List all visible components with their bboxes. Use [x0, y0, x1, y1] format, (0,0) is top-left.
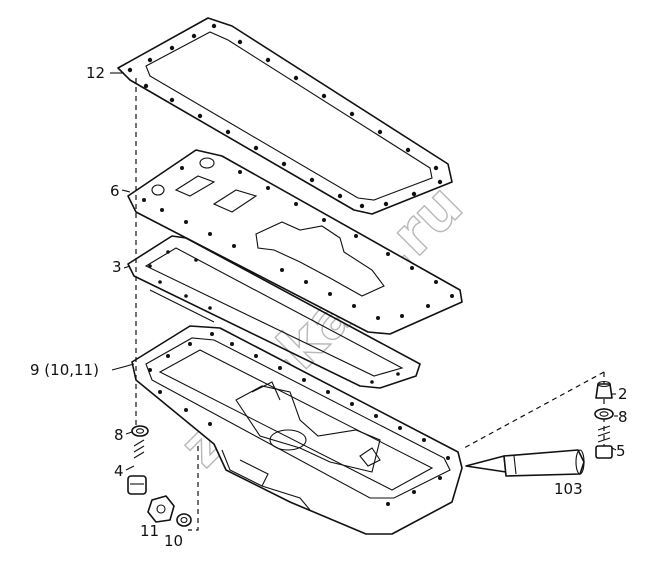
- gasket-3-holes: [148, 250, 400, 384]
- seal-ring-10: [176, 513, 192, 527]
- callout-12: 12: [86, 64, 105, 82]
- callout-103: 103: [554, 480, 583, 498]
- sleeve-2: [595, 380, 613, 399]
- washer-8-left: [131, 425, 149, 437]
- callout-8-right: 8: [618, 408, 628, 426]
- oil-pan-9: [131, 325, 463, 535]
- callout-10: 10: [164, 532, 183, 550]
- gasket-12-holes: [127, 23, 443, 209]
- callout-5: 5: [616, 442, 626, 460]
- sealant-tube-103: [465, 449, 585, 477]
- callout-labels: 12 6 3 9 (10,11) 8 4 11 10 2 8 5 103: [30, 64, 628, 550]
- callout-9: 9 (10,11): [30, 361, 99, 379]
- bolt-5: [595, 425, 613, 459]
- callout-6: 6: [110, 182, 120, 200]
- callout-8-left: 8: [114, 426, 124, 444]
- drain-plug-11: [147, 495, 175, 523]
- leader-lines: [110, 72, 618, 471]
- callout-11: 11: [140, 522, 159, 540]
- gasket-12: [117, 17, 453, 215]
- callout-3: 3: [112, 258, 122, 276]
- callout-2: 2: [618, 385, 628, 403]
- callout-4: 4: [114, 462, 124, 480]
- oil-pan-9-holes: [148, 332, 450, 506]
- plate-6-holes: [142, 166, 454, 320]
- gasket-3: [127, 235, 421, 389]
- washer-8-right: [594, 408, 614, 420]
- bolt-4: [127, 439, 147, 495]
